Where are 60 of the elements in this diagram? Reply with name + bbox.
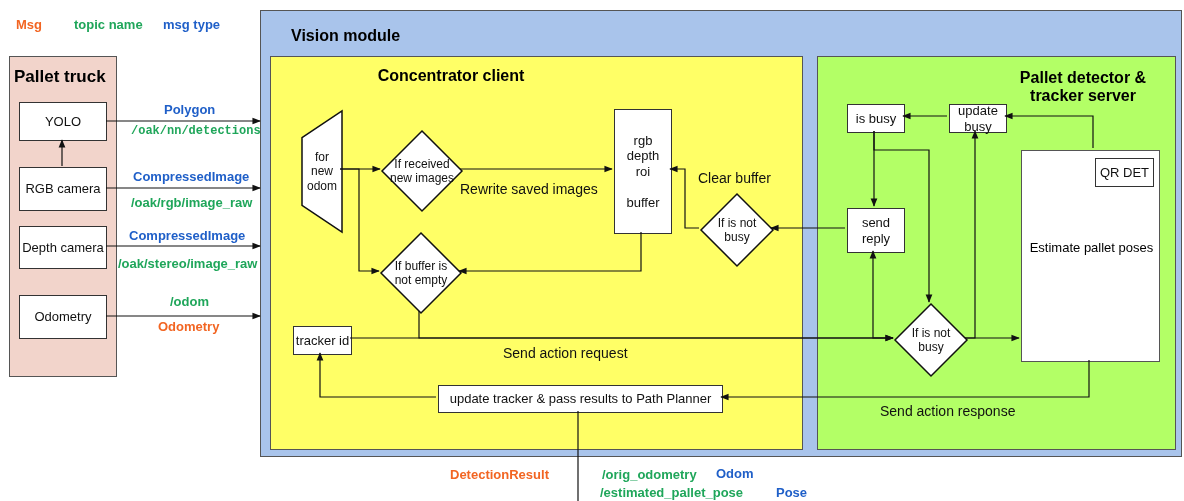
arrow bbox=[105, 184, 261, 192]
group-title: Concentrator client bbox=[376, 67, 526, 86]
arrow bbox=[770, 224, 846, 232]
arrow bbox=[105, 242, 261, 250]
group-panel bbox=[260, 10, 1182, 457]
message-name: Odometry bbox=[158, 319, 220, 334]
message-type: Odom bbox=[716, 466, 754, 481]
loop-shape: for new odom bbox=[302, 111, 342, 232]
process-box: is busy bbox=[847, 104, 905, 133]
group-panel bbox=[9, 56, 117, 377]
process-box: YOLO bbox=[19, 102, 107, 141]
decision-diamond: If buffer is not empty bbox=[381, 233, 461, 313]
legend-text: msg type bbox=[163, 17, 221, 32]
edge-label: Send action response bbox=[880, 403, 1016, 419]
box-text: Estimate pallet poses bbox=[1028, 241, 1155, 256]
arrow bbox=[58, 139, 66, 167]
arrow bbox=[1004, 112, 1094, 149]
process-box: RGB camera bbox=[19, 167, 107, 211]
legend-text: topic name bbox=[74, 17, 143, 32]
topic-name: /estimated_pallet_pose bbox=[600, 485, 744, 500]
group-panel bbox=[270, 56, 803, 450]
topic-name: /orig_odometry bbox=[602, 467, 697, 482]
group-title: Pallet detector & tracker server bbox=[1018, 69, 1148, 106]
process-box: Depth camera bbox=[19, 226, 107, 269]
arrow bbox=[869, 250, 894, 339]
arrow bbox=[105, 312, 261, 320]
arrow bbox=[339, 168, 380, 275]
arrow bbox=[964, 334, 1020, 342]
process-box: update busy bbox=[949, 104, 1007, 133]
arrow bbox=[459, 165, 613, 173]
group-title: Pallet truck bbox=[14, 67, 107, 87]
arrow bbox=[902, 112, 948, 120]
process-box: QR DET bbox=[1095, 158, 1154, 187]
topic-name: /oak/stereo/image_raw bbox=[118, 256, 258, 271]
decision-diamond: If is not busy bbox=[895, 304, 967, 376]
arrow bbox=[316, 352, 437, 398]
message-name: DetectionResult bbox=[450, 467, 549, 482]
edge-label: Polygon bbox=[164, 102, 216, 117]
decision-diamond: If received new images bbox=[382, 131, 462, 211]
edge-label: Clear buffer bbox=[698, 170, 771, 186]
edge-label: CompressedImage bbox=[133, 169, 250, 184]
legend-text: Msg bbox=[16, 17, 42, 32]
process-box: tracker id bbox=[293, 326, 352, 355]
group-title: Vision module bbox=[291, 27, 402, 46]
arrow bbox=[105, 117, 261, 125]
process-box: Odometry bbox=[19, 295, 107, 339]
message-type: Pose bbox=[776, 485, 808, 500]
arrow bbox=[669, 165, 700, 229]
group-panel bbox=[817, 56, 1176, 450]
process-box: update tracker & pass results to Path Planner bbox=[438, 385, 723, 413]
edge-label: /odom bbox=[170, 294, 209, 309]
edge-label: CompressedImage bbox=[129, 228, 246, 243]
process-box bbox=[1021, 150, 1160, 362]
edge-label: Rewrite saved images bbox=[460, 181, 598, 197]
decision-diamond: If is not busy bbox=[701, 194, 773, 266]
edge-label: Send action request bbox=[503, 345, 628, 361]
topic-name: /oak/rgb/image_raw bbox=[131, 195, 253, 210]
process-box: send reply bbox=[847, 208, 905, 253]
process-box: rgb depth roi buffer bbox=[614, 109, 672, 234]
topic-name: /oak/nn/detections bbox=[131, 124, 261, 138]
